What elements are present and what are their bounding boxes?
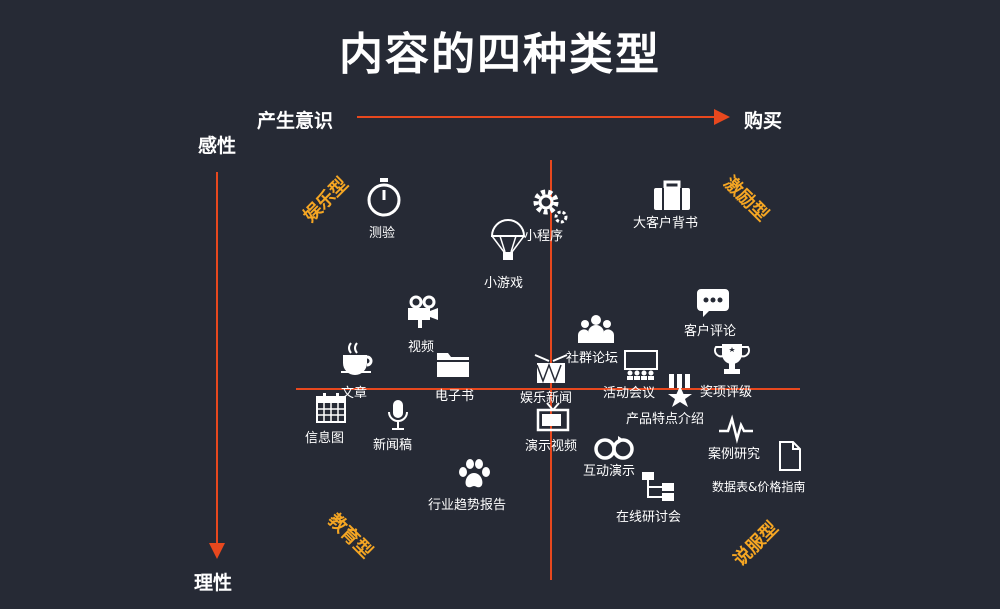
item-event-meeting: 活动会议 (603, 386, 656, 401)
item-press-release: 新闻稿 (373, 438, 413, 453)
item-industry-trend-report: 行业趋势报告 (428, 498, 507, 513)
item-infographic: 信息图 (305, 431, 345, 446)
parachute-icon (490, 219, 526, 260)
stopwatch-icon (367, 178, 401, 217)
y-axis-top-label: 感性 (198, 135, 237, 157)
item-article: 文章 (341, 386, 368, 401)
community-icon (578, 315, 614, 343)
item-mini-program: 小程序 (524, 229, 564, 244)
microphone-icon (388, 400, 408, 430)
drum-icon (534, 354, 568, 384)
item-community-forum: 社群论坛 (566, 351, 619, 366)
paw-icon (459, 459, 490, 488)
item-mini-game: 小游戏 (484, 276, 524, 291)
video-camera-icon (408, 295, 438, 328)
item-case-study: 案例研究 (708, 447, 761, 462)
x-axis-start-label: 产生意识 (257, 110, 334, 132)
loop-arrows-icon (594, 436, 634, 460)
trophy-icon (713, 344, 751, 374)
item-quiz: 测验 (369, 226, 396, 241)
chat-bubble-icon (697, 289, 729, 317)
calendar-icon (316, 393, 346, 423)
item-datasheet-pricing: 数据表&价格指南 (712, 480, 806, 494)
folder-icon (437, 353, 469, 377)
gear-icon (533, 189, 568, 224)
y-axis-bottom-label: 理性 (194, 572, 233, 594)
item-ebook: 电子书 (435, 389, 475, 404)
item-demo-video: 演示视频 (525, 439, 578, 454)
medal-star-icon (668, 374, 692, 407)
item-customer-review: 客户评论 (684, 324, 737, 339)
item-big-client: 大客户背书 (633, 216, 699, 231)
item-interactive-demo: 互动演示 (583, 464, 636, 479)
coffee-cup-icon (341, 342, 373, 375)
tv-icon (536, 402, 570, 432)
x-axis-end-label: 购买 (744, 110, 783, 132)
item-video: 视频 (408, 340, 435, 355)
page-title: 内容的四种类型 (339, 29, 661, 80)
item-entertainment-news: 娱乐新闻 (520, 391, 573, 406)
briefcase-icon (654, 180, 690, 210)
pulse-icon (719, 414, 753, 444)
item-product-features: 产品特点介绍 (626, 412, 705, 427)
item-webinar: 在线研讨会 (616, 510, 682, 525)
presentation-icon (624, 350, 658, 380)
item-award-rating: 奖项评级 (700, 385, 753, 400)
org-chart-icon (642, 472, 674, 501)
document-icon (779, 441, 801, 471)
